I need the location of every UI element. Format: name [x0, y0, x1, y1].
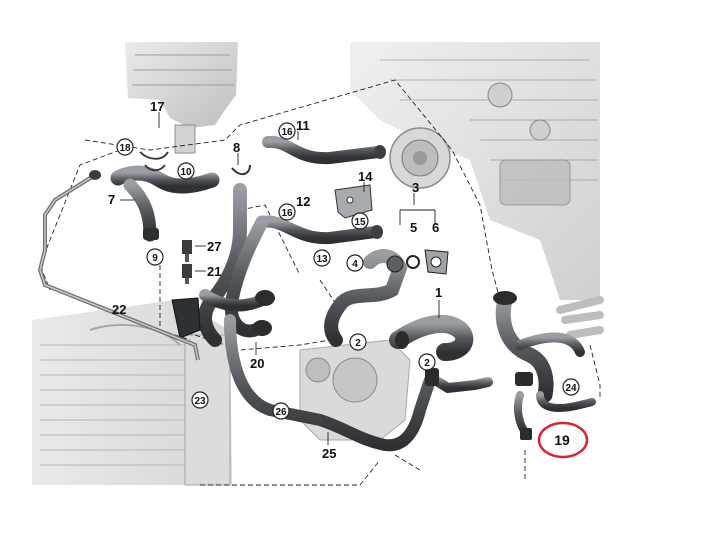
part-label-8: 8	[233, 140, 240, 155]
hose-part-7	[110, 165, 220, 242]
clamp-part-18	[139, 151, 169, 172]
circled-label-2-right: 2	[418, 353, 436, 371]
part-label-leader-lines	[120, 112, 440, 445]
circled-label-9: 9	[146, 248, 164, 266]
circled-label-13: 13	[313, 249, 331, 267]
part-label-5: 5	[410, 220, 417, 235]
part-label-22: 22	[112, 302, 126, 317]
part-label-25: 25	[322, 446, 336, 461]
hose-part-12	[256, 215, 383, 245]
circled-label-16-top: 16	[278, 122, 296, 140]
water-pump	[299, 339, 411, 441]
thermostat-part-4	[324, 249, 408, 347]
sensor-part-27	[182, 240, 192, 262]
circled-part-labels: 18 10 16 16 15 9 13 4 2 2 23 26 24	[116, 122, 580, 420]
gasket-part-6	[424, 249, 449, 275]
svg-text:9: 9	[152, 253, 158, 264]
sensor-part-21	[182, 264, 192, 284]
seal-part-5	[406, 255, 420, 269]
svg-text:10: 10	[180, 167, 192, 178]
part-label-27: 27	[207, 239, 221, 254]
expansion-tank	[125, 42, 238, 154]
radiator	[32, 300, 232, 486]
circled-label-24: 24	[562, 378, 580, 396]
svg-text:15: 15	[354, 217, 366, 228]
part-label-19: 19	[554, 432, 570, 448]
circled-label-18: 18	[116, 138, 134, 156]
part-label-21: 21	[207, 264, 221, 279]
circled-label-10: 10	[177, 162, 195, 180]
svg-text:2: 2	[355, 338, 361, 349]
bracket-part-14	[334, 184, 373, 219]
part-label-20: 20	[250, 356, 264, 371]
part-label-7: 7	[108, 192, 115, 207]
part-number-labels: 17 11 8 14 3 12 5 6 7 27 21 22 1 20 25	[108, 99, 442, 461]
clip-part-8	[231, 164, 251, 176]
hose-part-19	[493, 291, 596, 440]
hose-part-25	[224, 314, 493, 452]
svg-text:16: 16	[281, 208, 293, 219]
aux-pipes-right	[556, 296, 604, 339]
part-label-14: 14	[358, 169, 373, 184]
circled-label-2-left: 2	[349, 333, 367, 351]
circled-label-16-mid: 16	[278, 203, 296, 221]
circled-label-26: 26	[272, 402, 290, 420]
circled-label-23: 23	[191, 391, 209, 409]
svg-text:4: 4	[352, 259, 358, 270]
pipe-part-22	[37, 170, 200, 361]
hose-part-1	[389, 314, 474, 361]
circled-label-4: 4	[346, 254, 364, 272]
svg-text:23: 23	[194, 396, 206, 407]
svg-text:26: 26	[275, 407, 287, 418]
part-label-17: 17	[150, 99, 164, 114]
part-label-1: 1	[435, 285, 442, 300]
highlighted-part-19: 19	[537, 421, 589, 459]
part-label-6: 6	[432, 220, 439, 235]
svg-text:2: 2	[424, 358, 430, 369]
engine-block	[350, 42, 600, 300]
svg-text:16: 16	[281, 127, 293, 138]
svg-text:13: 13	[316, 254, 328, 265]
svg-text:18: 18	[119, 143, 131, 154]
part-label-11: 11	[296, 118, 310, 133]
highlight-ring	[537, 421, 589, 459]
circled-label-15: 15	[351, 212, 369, 230]
part-label-12: 12	[296, 194, 310, 209]
part-label-3: 3	[412, 180, 419, 195]
hose-part-11	[262, 135, 386, 165]
svg-text:24: 24	[565, 383, 577, 394]
main-hose-part-20	[171, 183, 275, 347]
